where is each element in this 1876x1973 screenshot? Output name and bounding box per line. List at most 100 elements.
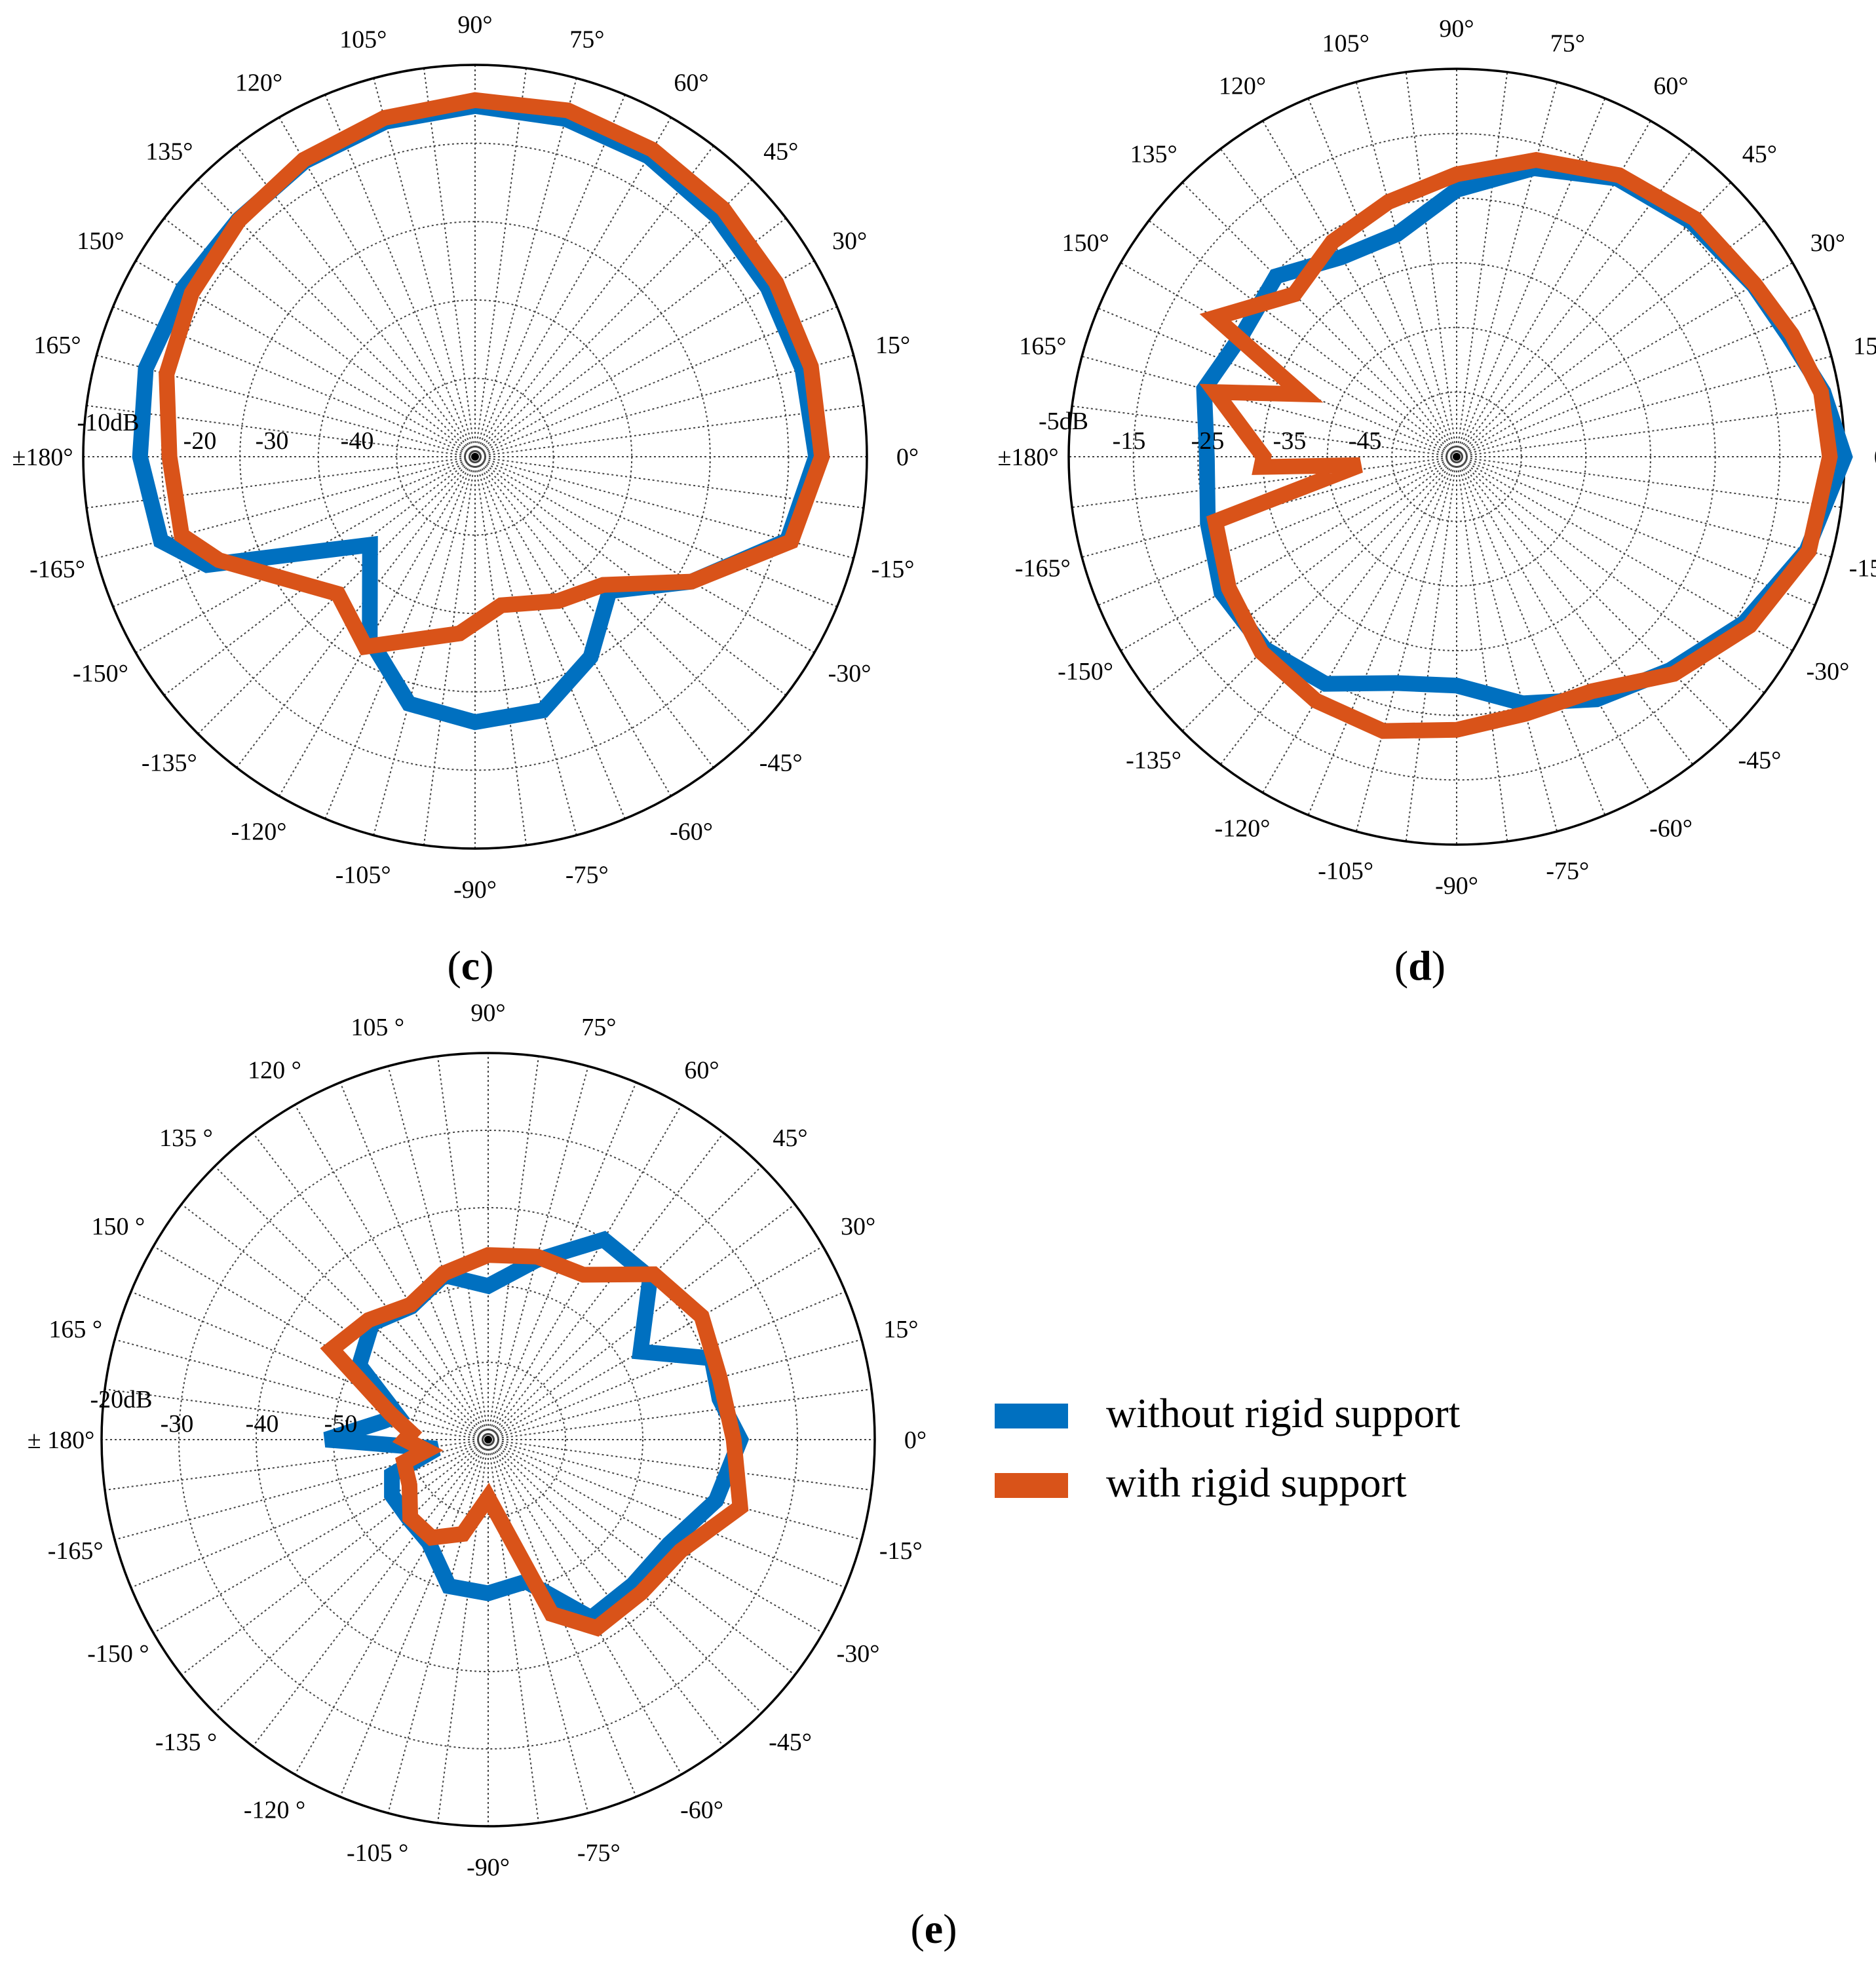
grid-spoke — [1456, 355, 1832, 457]
angle-tick-label: 150 ° — [92, 1213, 145, 1240]
radial-unit-label: -10dB — [77, 409, 140, 436]
grid-spoke — [488, 1439, 762, 1714]
radial-tick-label: -45 — [1349, 427, 1382, 455]
grid-spoke — [1456, 456, 1732, 732]
angle-tick-label: 60° — [674, 69, 708, 96]
grid-spoke — [324, 94, 476, 457]
angle-tick-label: 30° — [832, 227, 867, 255]
angle-tick-label: -105 ° — [347, 1839, 408, 1867]
angle-tick-label: 105 ° — [351, 1014, 404, 1041]
angle-tick-label: -150° — [1058, 658, 1113, 685]
angle-tick-label: -90° — [453, 876, 497, 904]
grid-spoke — [474, 456, 577, 835]
radial-tick-label: -30 — [256, 427, 289, 455]
grid-spoke — [214, 1166, 489, 1440]
angle-tick-label: 150° — [1062, 229, 1109, 257]
angle-tick-label: -165° — [1015, 554, 1071, 582]
grid-spoke — [474, 456, 672, 797]
legend-swatch-with-rigid-support — [995, 1473, 1068, 1498]
angle-tick-label: 30° — [1810, 229, 1845, 257]
angle-tick-label: -150 ° — [87, 1640, 149, 1668]
angle-tick-label: -150° — [73, 660, 128, 687]
grid-spoke — [437, 1056, 489, 1440]
grid-spoke — [373, 78, 476, 457]
trace-with-rigid-support — [1199, 151, 1838, 739]
grid-spoke — [474, 179, 753, 457]
angle-tick-label: 105° — [1322, 29, 1369, 57]
polar-chart-c: 0°15°30°45°60°75°90°105°120°135°150°165°… — [12, 11, 919, 904]
grid-spoke — [1181, 182, 1457, 457]
radial-tick-label: -40 — [246, 1410, 279, 1438]
grid-spoke — [488, 1439, 724, 1747]
grid-spoke — [252, 1439, 489, 1747]
grid-spoke — [1081, 355, 1457, 457]
angle-tick-label: -30° — [837, 1640, 880, 1668]
center-point — [471, 453, 479, 461]
grid-spoke — [197, 456, 476, 735]
angle-tick-label: -45° — [759, 750, 803, 777]
grid-spoke — [387, 1439, 489, 1814]
grid-spoke — [488, 1439, 795, 1676]
grid-spoke — [1181, 456, 1457, 732]
grid-spoke — [1456, 98, 1606, 457]
grid-spoke — [1456, 262, 1793, 457]
grid-spoke — [488, 1439, 589, 1814]
grid-spoke — [474, 354, 854, 457]
grid-spoke — [294, 1439, 489, 1775]
angle-tick-label: -120° — [231, 818, 287, 846]
grid-spoke — [1456, 456, 1651, 794]
angle-tick-label: 60° — [1653, 73, 1688, 100]
angle-tick-label: -15° — [871, 556, 915, 583]
angle-tick-label: 150° — [77, 227, 124, 255]
radial-tick-label: -20 — [183, 427, 217, 455]
radial-tick-label: -40 — [341, 427, 374, 455]
angle-tick-label: ± 180° — [28, 1427, 95, 1454]
angle-tick-label: 120° — [1219, 73, 1266, 100]
grid-spoke — [1262, 456, 1457, 794]
grid-spoke — [214, 1439, 489, 1714]
angle-tick-label: -60° — [1649, 814, 1693, 842]
outer-circle — [82, 64, 868, 850]
polar-chart-e: 0°15°30°45°60°75°90°105 °120 °135 °150 °… — [28, 999, 927, 1881]
trace-with-rigid-support — [320, 1247, 749, 1637]
grid-spoke — [1456, 81, 1558, 457]
angle-tick-label: ±180° — [12, 444, 73, 471]
grid-spoke — [236, 145, 476, 457]
grid-spoke — [474, 78, 577, 457]
angle-tick-label: -90° — [467, 1854, 510, 1881]
angle-tick-label: -75° — [1546, 858, 1589, 885]
grid-spoke — [488, 1389, 872, 1440]
grid-spoke — [1456, 71, 1508, 457]
angle-tick-label: 30° — [841, 1213, 875, 1240]
grid-spoke — [130, 1291, 489, 1440]
grid-spoke — [474, 456, 753, 735]
angle-tick-label: 0° — [904, 1427, 927, 1454]
grid-spoke — [1219, 148, 1457, 457]
grid-spoke — [1456, 148, 1694, 457]
center-point — [1453, 453, 1461, 461]
angle-tick-label: -15° — [1849, 554, 1876, 582]
outer-circle — [100, 1052, 876, 1828]
angle-tick-label: 135° — [1130, 141, 1177, 168]
center-point — [484, 1436, 492, 1444]
angle-tick-label: -45° — [1738, 746, 1781, 774]
angle-tick-label: 90° — [470, 999, 505, 1027]
grid-spoke — [1355, 456, 1457, 832]
grid-spoke — [1456, 220, 1765, 457]
legend-label-with-rigid-support: with rigid support — [1106, 1459, 1407, 1506]
angle-tick-label: -60° — [680, 1797, 723, 1824]
grid-spoke — [474, 456, 626, 819]
grid-spoke — [488, 1439, 824, 1634]
grid-spoke — [1307, 456, 1457, 816]
angle-tick-label: 135 ° — [159, 1124, 213, 1152]
polar-chart-d: 0°15°30°45°60°75°90°105°120°135°150°165°… — [997, 15, 1876, 900]
grid-spoke — [1456, 307, 1816, 457]
angle-tick-label: 45° — [1742, 141, 1777, 168]
grid-spoke — [1456, 456, 1606, 816]
radial-unit-label: -5dB — [1039, 408, 1088, 435]
grid-spoke — [181, 1204, 489, 1440]
angle-tick-label: -165° — [48, 1537, 104, 1565]
angle-tick-label: 15° — [875, 332, 910, 359]
trace-with-rigid-support — [159, 92, 830, 656]
grid-spoke — [1405, 71, 1457, 457]
